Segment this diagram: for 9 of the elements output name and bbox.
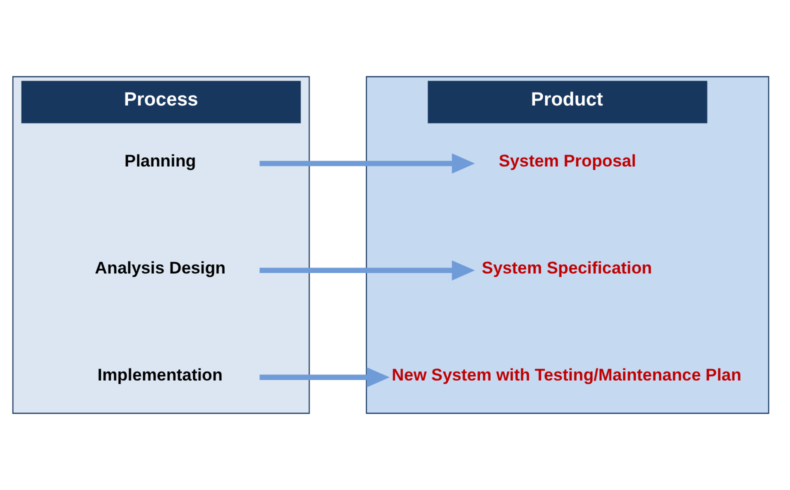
node-text: Analysis Design [94, 258, 226, 278]
node-text: System Proposal [498, 151, 636, 170]
node-text: Planning [124, 151, 196, 170]
arrow [260, 260, 475, 280]
node-text: System Specification [482, 258, 652, 278]
node-text: Implementation [98, 365, 223, 384]
arrow [260, 153, 475, 174]
arrow [260, 367, 390, 388]
node-text: New System with Testing/Maintenance Plan [392, 365, 742, 384]
